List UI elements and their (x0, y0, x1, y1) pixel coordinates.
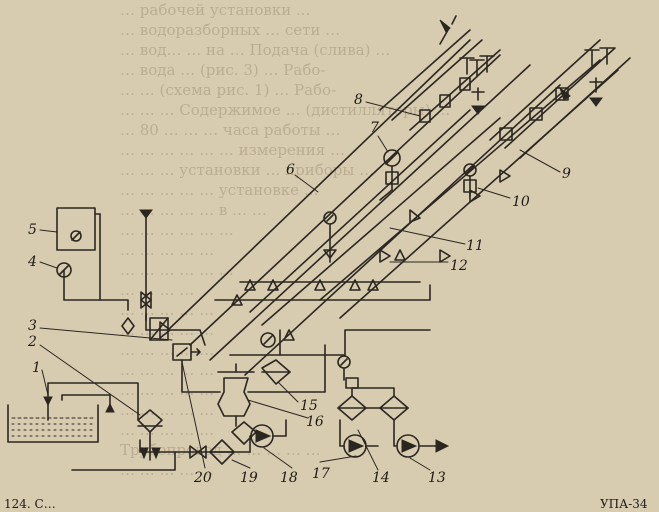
leader-lines (39, 101, 561, 471)
drain-branch (139, 439, 176, 453)
background-text: … рабочей установки ... … водоразборных …… (120, 0, 659, 512)
label-12: 12 (450, 258, 468, 274)
label-20: 20 (193, 470, 212, 486)
manifold-6 (167, 39, 619, 376)
supply-line (63, 269, 129, 311)
return-line (247, 344, 326, 393)
background-text-line: … … (схема рис. 1) … Рабо- (120, 81, 337, 99)
control-box-5 (56, 207, 101, 251)
cross-pipe-upper (214, 284, 431, 301)
test-unit-10 (463, 163, 477, 197)
background-text-line: … … … … … в … … (120, 201, 267, 219)
test-unit-7 (379, 149, 401, 201)
gauge-4 (56, 262, 72, 278)
background-text-line: … … … … … установке … (120, 181, 319, 199)
label-7: 7 (370, 120, 379, 136)
background-text-line: … … … … … … измерения … (120, 141, 346, 159)
label-17: 17 (312, 466, 330, 482)
background-text-line: … вод… … на … Подача (слива) … (120, 41, 391, 59)
label-4: 4 (27, 254, 37, 270)
pressure-gauge-2 (260, 332, 276, 348)
label-13: 13 (428, 470, 446, 486)
background-text-line: … … … … … … (120, 221, 234, 239)
label-18: 18 (280, 470, 298, 486)
tank-1 (7, 404, 99, 443)
flow-arrow (43, 396, 53, 407)
drain-pipe (71, 451, 251, 471)
background-text-line: … … … … … (120, 381, 215, 399)
label-9: 9 (562, 166, 571, 182)
label-3: 3 (28, 318, 37, 334)
background-text-line: … вода … (рис. 3) … Рабо- (120, 61, 326, 79)
accumulator-16 (217, 363, 255, 427)
relief-valve-20 (172, 343, 221, 393)
label-8: 8 (354, 92, 363, 108)
label-19: 19 (240, 470, 258, 486)
background-text-line: … … … … (120, 281, 195, 299)
pump-13 (393, 419, 450, 458)
figure-caption-right: УПА-34 (600, 497, 648, 511)
label-5: 5 (28, 222, 37, 238)
background-text-line: … водоразборных … сети … (120, 21, 341, 39)
valve-line-3 (121, 209, 206, 346)
background-text-line: … 80 … … … часа работы … (120, 121, 341, 139)
flow-arrow (105, 402, 115, 413)
label-16: 16 (306, 414, 324, 430)
filter-block-14 (337, 377, 409, 421)
pump-18 (249, 419, 287, 453)
background-text-line: … рабочей установки ... (120, 1, 311, 19)
filter-18b (231, 421, 257, 445)
pressure-gauge (323, 211, 337, 263)
injector-cluster-8 (379, 15, 501, 131)
label-1: 1 (32, 360, 41, 376)
label-10: 10 (512, 194, 530, 210)
background-text-line: … … … … … (120, 361, 215, 379)
pressure-gauge-3 (337, 355, 351, 381)
return-pipe (61, 394, 111, 411)
background-text-line: … … … Содержимое … (дистилляторы) … (120, 101, 451, 119)
label-11: 11 (466, 238, 484, 254)
suction-pipe (47, 382, 139, 421)
background-text-line: … … … … … … (120, 261, 234, 279)
background-text-line: … … … … … (120, 241, 215, 259)
component-labels: 1 2 3 4 5 6 7 8 9 10 11 12 13 14 15 16 1… (27, 92, 571, 486)
pump-17 (339, 419, 379, 458)
injector-cluster-9 (489, 39, 631, 159)
figure-caption: 124. С… (4, 497, 56, 511)
label-6: 6 (286, 162, 295, 178)
background-text-line: Трубопровод … … … … … (120, 441, 321, 459)
background-text-line: … … … установки … приборы … (120, 161, 375, 179)
label-14: 14 (372, 470, 390, 486)
label-15: 15 (300, 398, 318, 414)
cross-pipe-mid (229, 329, 431, 356)
filter-2 (137, 409, 163, 461)
label-2: 2 (27, 334, 37, 350)
